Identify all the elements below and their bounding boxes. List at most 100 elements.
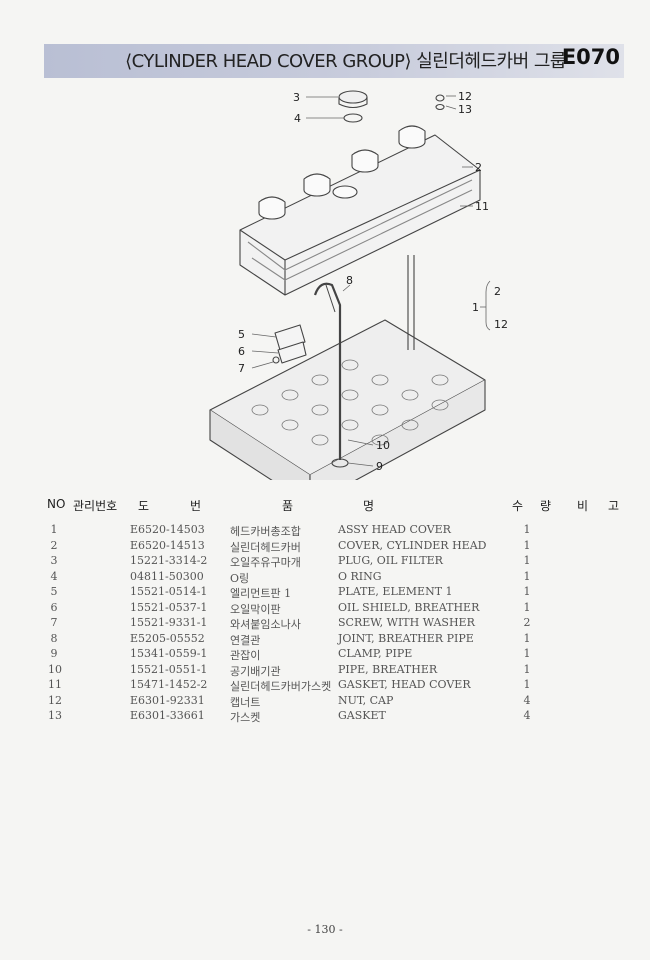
row-kor-name: 관잡이: [230, 649, 261, 662]
row-name: COVER, CYLINDER HEAD: [338, 538, 487, 552]
callout-label: 9: [376, 460, 383, 473]
row-no: 11: [48, 678, 62, 691]
row-kor-name: 실린더헤드카버가스켓: [230, 680, 332, 693]
row-code: E6520-14503: [130, 523, 205, 536]
row-qty: 1: [523, 600, 531, 614]
row-no: 5: [50, 585, 58, 598]
row-code: E6301-33661: [130, 709, 205, 722]
row-kor-name: 공기배기관: [230, 664, 281, 678]
col-name-a: 품: [282, 499, 294, 513]
page-title: ⟨CYLINDER HEAD COVER GROUP⟩ 실린더헤드카버 그룹: [125, 51, 566, 72]
col-drawing-a: 도: [138, 499, 150, 513]
row-code: 15471-1452-2: [130, 678, 208, 691]
row-name: GASKET: [338, 709, 386, 722]
table-row: 11 15471-1452-2 실린더헤드카버가스켓 GASKET, HEAD COV…: [0, 678, 650, 694]
row-qty: 4: [523, 709, 531, 722]
table-row: 7 15521-9331-1 와셔붙임소나사 SCREW, WITH WASHER 2: [0, 616, 650, 632]
table-header: NO 관리번호 도 번 품 명 수 량 비 고: [0, 497, 650, 517]
parts-diagram: 3 4 12 13 2 11 8 1 2 12 5 6 7 10 9: [209, 90, 508, 480]
row-code: 15521-9331-1: [130, 616, 208, 629]
row-name: PLATE, ELEMENT 1: [338, 585, 453, 598]
table-row: 13 E6301-33661 가스켓 GASKET 4: [0, 709, 650, 725]
table-row: 8 E5205-05552 연결관 JOINT, BREATHER PIPE 1: [0, 632, 650, 648]
row-no: 7: [50, 616, 58, 629]
row-name: SCREW, WITH WASHER: [338, 616, 475, 629]
row-code: E6301-92331: [130, 693, 205, 707]
row-code: 04811-50300: [130, 569, 204, 583]
table-row: 6 15521-0537-1 오일막이판 OIL SHIELD, BREATHER 1: [0, 601, 650, 617]
row-name: OIL SHIELD, BREATHER: [338, 600, 480, 614]
table-row: 1 E6520-14503 헤드카버총조합 ASSY HEAD COVER 1: [0, 523, 650, 539]
row-qty: 1: [523, 554, 531, 567]
row-no: 3: [50, 554, 58, 567]
row-kor-name: 가스켓: [230, 711, 261, 724]
row-code: 15521-0537-1: [130, 600, 208, 614]
callout-label: 8: [346, 274, 353, 287]
callout-label: 13: [458, 103, 472, 116]
row-kor-name: 오일막이판: [230, 602, 281, 616]
row-kor-name: 와셔붙임소나사: [230, 618, 301, 631]
row-name: ASSY HEAD COVER: [338, 523, 451, 536]
callout-label: 10: [376, 439, 390, 452]
col-no: NO: [47, 497, 66, 511]
row-qty: 1: [523, 662, 531, 676]
row-kor-name: 연결관: [230, 633, 261, 647]
row-qty: 1: [523, 678, 531, 691]
callout-label: 12: [458, 90, 472, 103]
row-no: 13: [48, 709, 62, 722]
row-code: 15221-3314-2: [130, 554, 208, 567]
row-kor-name: 엘리먼트판 1: [230, 587, 292, 600]
row-code: 15521-0551-1: [130, 662, 208, 676]
row-name: NUT, CAP: [338, 693, 394, 707]
callout-label: 6: [238, 345, 245, 358]
page-number: - 130 -: [307, 923, 343, 936]
row-qty: 1: [523, 647, 531, 660]
row-kor-name: 헤드카버총조합: [230, 525, 301, 538]
col-qty-a: 수: [512, 499, 524, 513]
callout-label: 4: [294, 112, 301, 125]
row-no: 6: [50, 600, 58, 614]
row-name: JOINT, BREATHER PIPE: [338, 631, 474, 645]
callout-label: 2: [494, 285, 501, 298]
callout-label: 11: [475, 200, 489, 213]
col-name-b: 명: [363, 499, 375, 513]
col-mgmt-no: 관리번호: [73, 499, 118, 513]
row-qty: 1: [523, 523, 531, 536]
row-name: GASKET, HEAD COVER: [338, 678, 471, 691]
row-kor-name: 실린더헤드카버: [230, 540, 301, 554]
row-qty: 1: [523, 569, 531, 583]
row-no: 9: [50, 647, 58, 660]
row-code: E5205-05552: [130, 631, 205, 645]
callout-label: 2: [475, 161, 482, 174]
row-qty: 2: [523, 616, 531, 629]
row-no: 8: [50, 631, 58, 645]
row-name: O RING: [338, 569, 382, 583]
row-qty: 1: [523, 538, 531, 552]
callout-label: 12: [494, 318, 508, 331]
row-name: PLUG, OIL FILTER: [338, 554, 443, 567]
callout-label: 7: [238, 362, 245, 375]
row-name: CLAMP, PIPE: [338, 647, 413, 660]
row-no: 10: [48, 662, 62, 676]
row-kor-name: 캡너트: [230, 695, 261, 709]
row-no: 1: [50, 523, 58, 536]
col-drawing-b: 번: [190, 499, 202, 513]
row-no: 12: [48, 693, 62, 707]
row-code: 15521-0514-1: [130, 585, 208, 598]
col-remark-b: 고: [608, 499, 620, 513]
row-code: 15341-0559-1: [130, 647, 208, 660]
row-code: E6520-14513: [130, 538, 205, 552]
row-no: 2: [50, 538, 58, 552]
row-qty: 1: [523, 631, 531, 645]
section-code: E070: [561, 45, 620, 69]
col-remark-a: 비: [577, 499, 589, 513]
callout-label: 1: [472, 301, 479, 314]
table-row: 2 E6520-14513 실린더헤드카버 COVER, CYLINDER HEAD 1: [0, 539, 650, 555]
table-row: 9 15341-0559-1 관잡이 CLAMP, PIPE 1: [0, 647, 650, 663]
row-no: 4: [50, 569, 58, 583]
callout-label: 3: [293, 91, 300, 104]
row-name: PIPE, BREATHER: [338, 662, 438, 676]
